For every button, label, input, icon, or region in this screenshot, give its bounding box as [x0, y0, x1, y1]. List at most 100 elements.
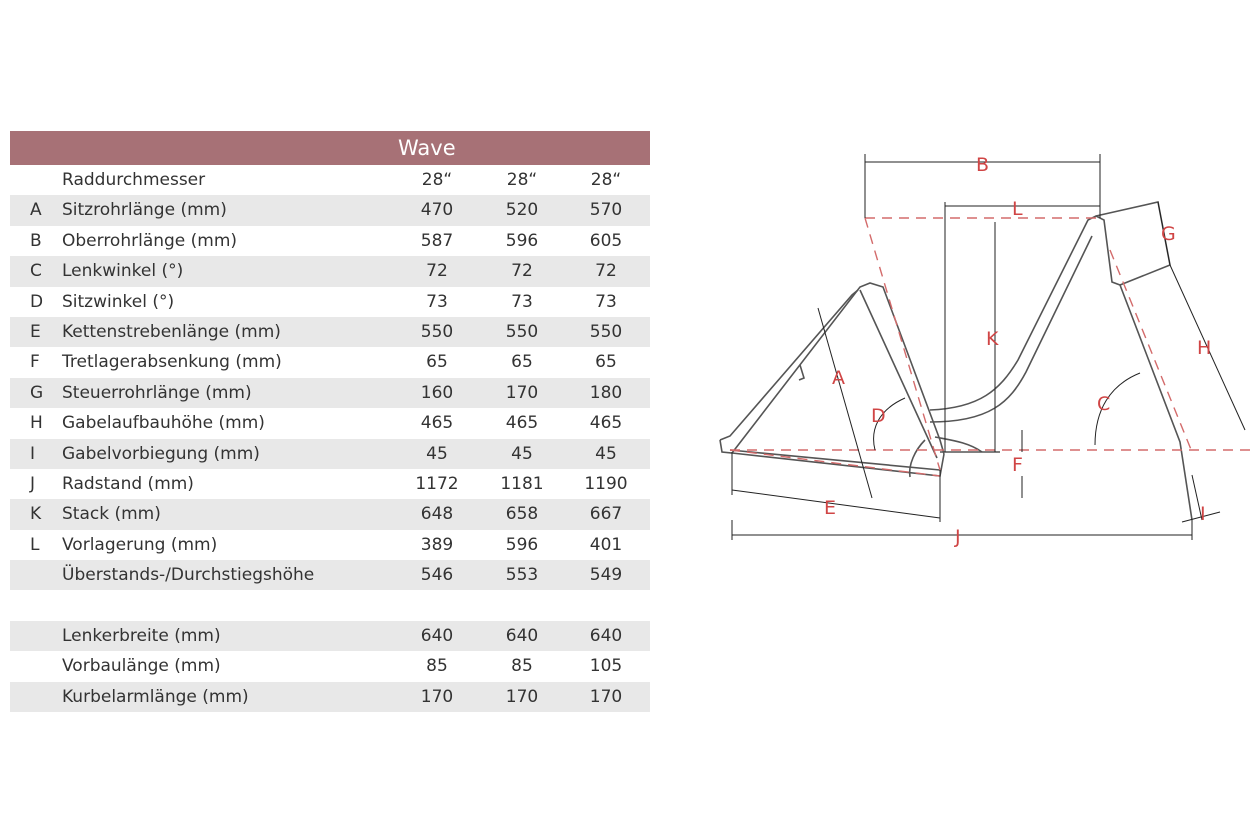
label-d: D	[871, 405, 886, 427]
row-value-size-3: 1190	[584, 473, 628, 494]
row-code: G	[30, 382, 44, 403]
row-value-size-1: 1172	[415, 473, 459, 494]
row-code: F	[30, 352, 40, 373]
row-value-size-3: 45	[595, 443, 617, 464]
table-header: Wave	[10, 131, 650, 165]
row-value-size-3: 72	[595, 261, 617, 282]
label-j: J	[954, 526, 961, 548]
row-value-size-1: 550	[420, 321, 454, 342]
row-value-size-3: 401	[589, 534, 623, 555]
row-value-size-1: 587	[420, 230, 454, 251]
row-label: Tretlagerabsenkung (mm)	[62, 352, 282, 373]
row-value-size-3: 28“	[590, 170, 622, 190]
row-value-size-3: 170	[589, 686, 623, 707]
row-code: L	[30, 534, 40, 555]
row-value-size-3: 65	[595, 352, 617, 373]
row-label: Radstand (mm)	[62, 473, 194, 494]
dimension-labels: B L G K H A C D F E I J	[824, 154, 1211, 548]
label-e: E	[824, 497, 836, 519]
row-value-size-1: 73	[426, 291, 448, 312]
row-value-size-1: 470	[420, 200, 454, 221]
row-label: Lenkerbreite (mm)	[62, 625, 221, 646]
row-code: J	[30, 473, 36, 494]
row-value-size-3: 640	[589, 625, 623, 646]
row-label: Raddurchmesser	[62, 170, 206, 190]
row-value-size-2: 170	[505, 686, 539, 707]
row-label: Vorlagerung (mm)	[62, 534, 218, 555]
bike-frame	[719, 201, 1193, 521]
row-value-size-2: 45	[511, 443, 533, 464]
row-value-size-2: 596	[505, 534, 539, 555]
measurement-lines	[731, 154, 1246, 540]
row-code: E	[30, 321, 41, 342]
row-value-size-1: 45	[426, 443, 448, 464]
label-b: B	[976, 154, 989, 176]
row-label: Stack (mm)	[62, 504, 161, 525]
row-value-size-1: 170	[420, 686, 454, 707]
row-label: Oberrohrlänge (mm)	[62, 230, 238, 251]
row-value-size-1: 65	[426, 352, 448, 373]
row-value-size-1: 389	[420, 534, 454, 555]
row-value-size-1: 85	[426, 656, 448, 677]
row-value-size-3: 549	[589, 565, 623, 586]
row-value-size-1: 640	[420, 625, 454, 646]
row-code: K	[30, 504, 42, 525]
row-value-size-3: 105	[589, 656, 623, 677]
row-value-size-2: 65	[511, 352, 533, 373]
reference-lines	[729, 217, 1255, 477]
row-label: Vorbaulänge (mm)	[62, 656, 221, 677]
row-label: Gabelaufbauhöhe (mm)	[62, 413, 265, 434]
row-value-size-1: 72	[426, 261, 448, 282]
row-label: Sitzrohrlänge (mm)	[62, 200, 227, 221]
label-f: F	[1012, 454, 1023, 476]
row-value-size-3: 465	[589, 413, 623, 434]
label-a: A	[832, 367, 845, 389]
row-label: Überstands-/Durchstiegshöhe	[62, 565, 315, 586]
row-value-size-1: 160	[420, 382, 454, 403]
table-spacer	[10, 590, 650, 620]
row-label: Kettenstrebenlänge (mm)	[62, 321, 281, 342]
row-value-size-1: 28“	[421, 170, 453, 190]
row-value-size-2: 520	[505, 200, 539, 221]
row-value-size-3: 667	[589, 504, 623, 525]
row-value-size-2: 658	[505, 504, 539, 525]
row-value-size-2: 465	[505, 413, 539, 434]
label-i: I	[1200, 503, 1206, 525]
row-label: Steuerrohrlänge (mm)	[62, 382, 252, 403]
bike-geometry-diagram: B L G K H A C D F E I J	[700, 140, 1255, 564]
row-code: D	[30, 291, 44, 312]
row-value-size-2: 73	[511, 291, 533, 312]
table-row: I Gabelvorbiegung (mm) 45 45 45	[10, 438, 650, 469]
label-l: L	[1012, 198, 1023, 220]
row-code: I	[30, 443, 36, 464]
row-value-size-2: 596	[505, 230, 539, 251]
geometry-svg: B L G K H A C D F E I J	[719, 154, 1255, 548]
row-value-size-3: 550	[589, 321, 623, 342]
row-value-size-1: 546	[420, 565, 454, 586]
table-row: F Tretlagerabsenkung (mm) 65 65 65	[10, 347, 650, 377]
label-g: G	[1161, 223, 1176, 245]
label-c: C	[1097, 393, 1110, 415]
row-label: Lenkwinkel (°)	[62, 261, 184, 282]
row-value-size-2: 170	[505, 382, 539, 403]
row-value-size-3: 73	[595, 291, 617, 312]
table-row: Kurbelarmlänge (mm) 170 170 170	[10, 681, 650, 713]
row-code: A	[30, 200, 42, 221]
row-value-size-2: 72	[511, 261, 533, 282]
label-h: H	[1197, 337, 1211, 359]
row-label: Sitzwinkel (°)	[62, 291, 175, 312]
row-label: Gabelvorbiegung (mm)	[62, 443, 260, 464]
row-label: Kurbelarmlänge (mm)	[62, 686, 249, 707]
table-row: Überstands-/Durchstiegshöhe 546 553 549	[10, 560, 650, 591]
row-value-size-2: 553	[505, 565, 539, 586]
table-row: D Sitzwinkel (°) 73 73 73	[10, 287, 650, 317]
